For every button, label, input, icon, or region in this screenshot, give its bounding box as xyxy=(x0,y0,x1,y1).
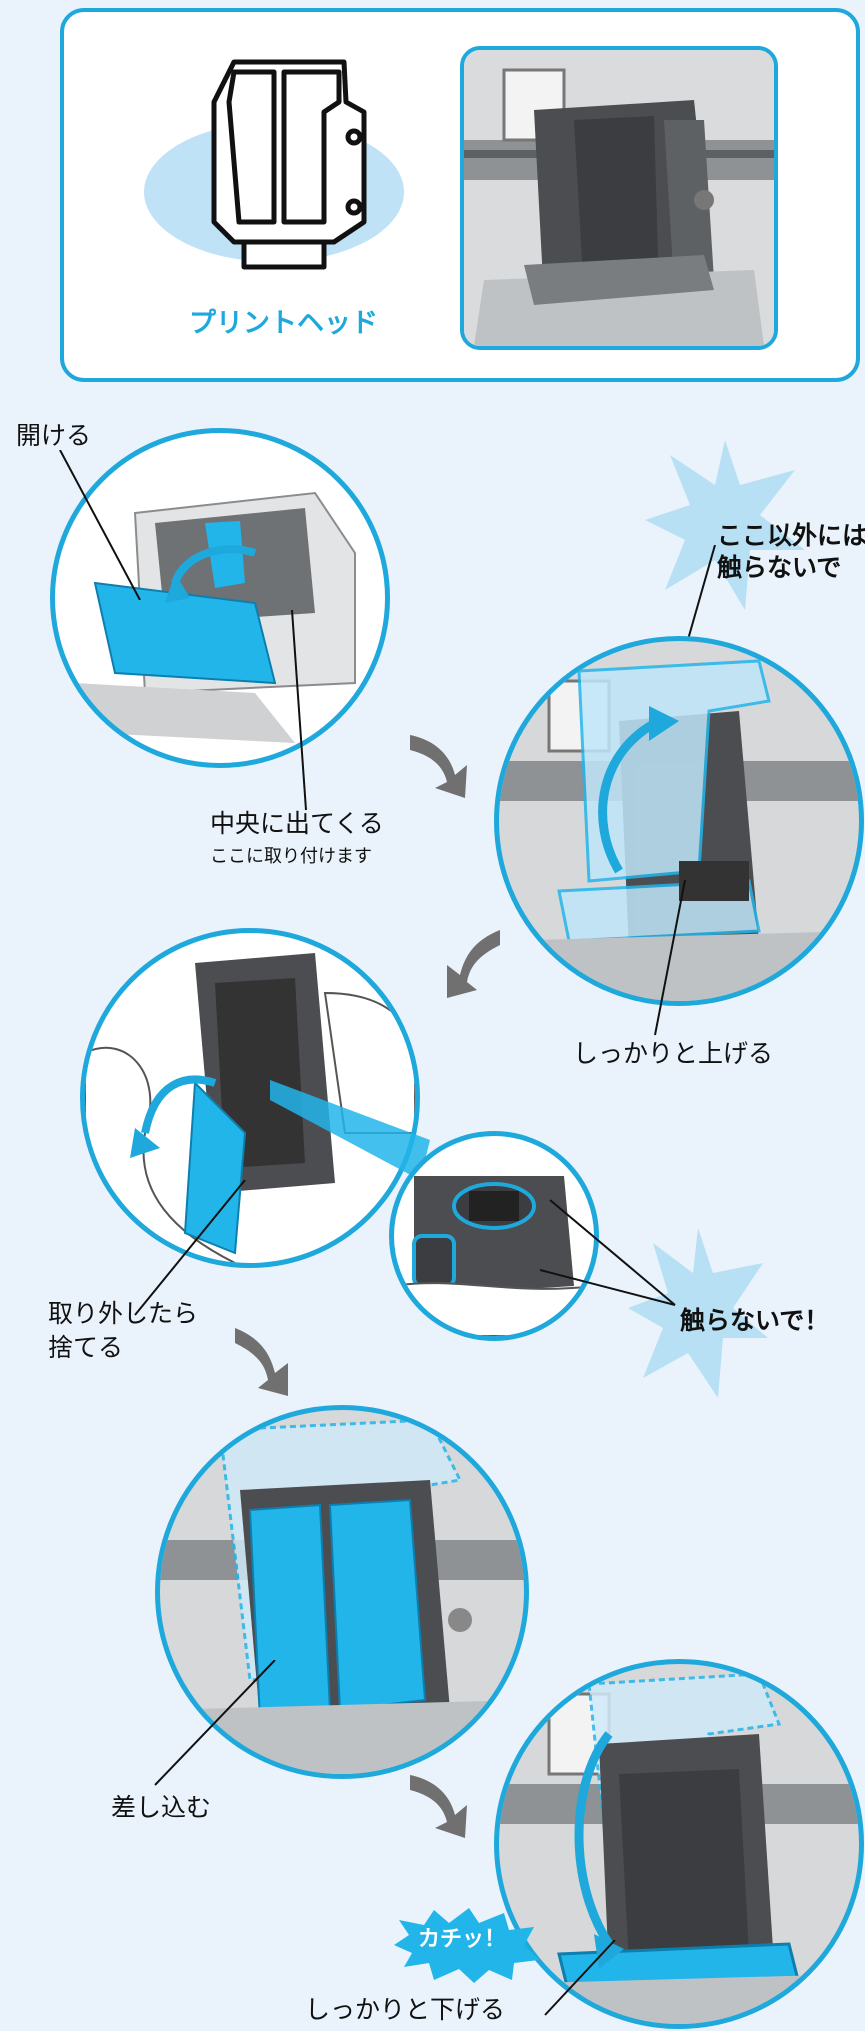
arrow-down-right-icon-2 xyxy=(230,1318,310,1398)
arrow-down-right-icon-3 xyxy=(405,1760,485,1840)
zoom-beam xyxy=(260,1060,440,1190)
arrow-down-right-icon xyxy=(405,720,485,800)
touch-leader-lines xyxy=(540,1190,680,1310)
remove-label-line2: 捨てる xyxy=(48,1333,124,1362)
do-not-touch-label: 触らないで！ xyxy=(680,1306,830,1335)
burst-shape-top xyxy=(645,440,805,610)
lift-leader-line xyxy=(650,880,690,1040)
print-head-photo xyxy=(460,46,778,350)
lower-label: しっかりと下げる xyxy=(305,1995,506,2024)
insert-label: 差し込む xyxy=(111,1793,212,1822)
remove-label-line1: 取り外したら xyxy=(48,1299,199,1328)
do-not-touch-other-line2: 触らないで xyxy=(717,553,842,582)
print-head-illustration xyxy=(124,42,414,292)
step-remove-circle xyxy=(80,928,420,1268)
open-leader-line xyxy=(40,450,150,600)
click-burst xyxy=(384,1905,544,1985)
do-not-touch-other-line1: ここ以外には xyxy=(717,521,865,550)
click-label: カチッ！ xyxy=(418,1927,507,1952)
open-label: 開ける xyxy=(16,421,92,450)
step-insert-circle xyxy=(155,1405,529,1779)
center-leader-line xyxy=(290,610,310,815)
remove-leader-line xyxy=(130,1180,250,1320)
center-label: 中央に出てくる xyxy=(210,809,384,838)
nozzle-zoom-circle xyxy=(389,1131,599,1341)
step-open-circle xyxy=(50,428,390,768)
print-head-label: プリントヘッド xyxy=(189,308,378,339)
arrow-down-left-icon xyxy=(425,920,505,1000)
insert-leader-line xyxy=(150,1660,280,1790)
burst-shape-middle xyxy=(628,1228,768,1398)
lower-leader-line xyxy=(540,1940,620,2020)
attach-here-label: ここに取り付けます xyxy=(210,846,372,867)
step-lift-circle xyxy=(494,636,864,1006)
top-panel: プリントヘッド xyxy=(60,8,860,382)
lift-label: しっかりと上げる xyxy=(573,1039,774,1068)
